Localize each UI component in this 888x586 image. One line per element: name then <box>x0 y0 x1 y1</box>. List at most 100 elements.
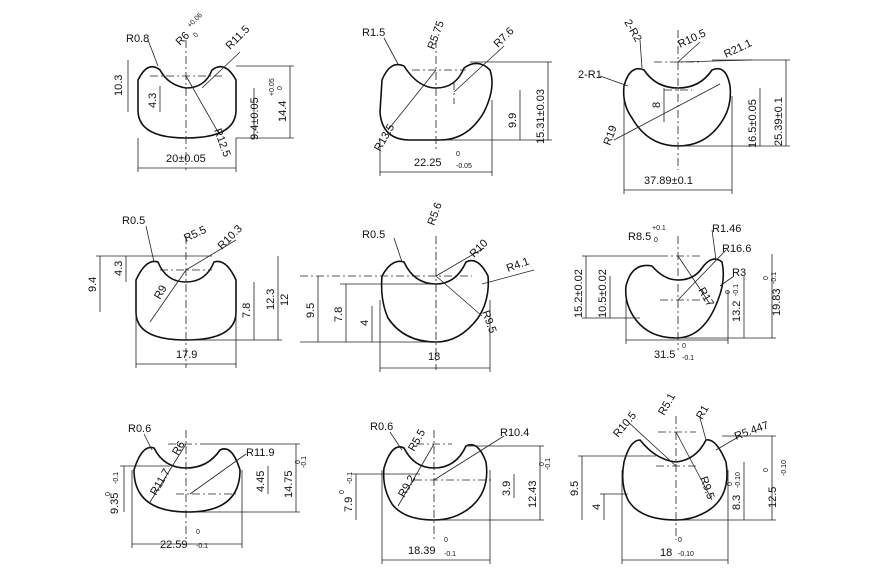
label-h1475: 14.75 <box>283 470 295 498</box>
label-h125-lo: -0.10 <box>781 460 788 476</box>
label-r6: R6 <box>174 30 192 48</box>
drawing-4: R0.5 R5.5 R10.3 R9 9.4 4.3 7.8 12.3 12 1… <box>87 215 291 368</box>
label-h1243: 12.43 <box>527 480 539 508</box>
label-w1839-up: 0 <box>444 537 448 544</box>
label-r15: R1.5 <box>362 27 385 39</box>
drawing-6: R8.5 +0.1 0 R1.46 R16.6 R3 R17 15.2±0.02… <box>573 223 783 362</box>
label-w315-lo: -0.1 <box>682 355 694 362</box>
label-r6-tol-up: +0.06 <box>186 12 204 30</box>
label-w2225-lo: -0.05 <box>456 163 472 170</box>
drawing-3: 2-R2 2-R1 R10.5 R21.1 R19 8 16.5±0.05 25… <box>578 18 790 194</box>
label-w1839-lo: -0.1 <box>444 551 456 558</box>
label-h132-lo: -0.1 <box>733 284 740 296</box>
leader-r105 <box>625 419 677 467</box>
label-r119: R11.9 <box>246 447 275 459</box>
label-h78: 7.8 <box>241 303 253 318</box>
leader-r08 <box>147 39 159 67</box>
label-r105: R10.5 <box>611 410 639 440</box>
leader-r2 <box>639 39 643 69</box>
label-r05: R0.5 <box>362 229 385 241</box>
leader-r3 <box>719 275 735 287</box>
label-w179: 17.9 <box>176 349 197 361</box>
label-h144-tol-up: +0.05 <box>269 78 276 96</box>
leader-r05 <box>145 225 155 263</box>
label-r6-tol-lo: 0 <box>192 32 200 40</box>
label-r103: R10.3 <box>216 223 245 252</box>
leader-r19 <box>613 83 721 141</box>
label-w18: 18 <box>660 547 672 559</box>
label-h83: 8.3 <box>731 495 743 510</box>
label-r135: R13.5 <box>372 122 397 153</box>
label-h1983: 19.83 <box>771 288 783 316</box>
label-h4: 4 <box>591 504 603 510</box>
label-h123: 12.3 <box>265 289 277 310</box>
label-h43: 4.3 <box>113 261 125 276</box>
label-h1983-up: 0 <box>763 276 770 280</box>
leader-r115 <box>201 51 241 89</box>
leader-r9 <box>149 269 187 323</box>
label-r95: R9.5 <box>697 475 716 501</box>
leader-r1 <box>699 417 707 441</box>
label-r125: R12.5 <box>211 127 232 159</box>
label-w2259: 22.59 <box>160 539 188 551</box>
label-h83-up: 0 <box>727 482 734 486</box>
label-r166: R16.6 <box>722 243 751 255</box>
profile-outline <box>380 259 490 343</box>
label-w2225: 22.25 <box>414 157 442 169</box>
drawing-7: R0.6 R6 R11.9 R11.7 9.35 0 -0.1 4.45 14.… <box>105 423 308 551</box>
label-h39: 3.9 <box>501 481 513 496</box>
label-h99: 9.9 <box>507 113 519 128</box>
label-r08: R0.8 <box>126 33 149 45</box>
label-h1475-lo: -0.1 <box>301 456 308 468</box>
leader-r95 <box>435 275 483 317</box>
label-h78: 7.8 <box>333 307 345 322</box>
leader-r17 <box>677 255 711 305</box>
profile-outline <box>621 439 728 521</box>
profile-outline <box>137 65 237 139</box>
label-r1: 2-R1 <box>578 69 602 81</box>
label-r05: R0.5 <box>122 215 145 227</box>
label-w18-lo: -0.10 <box>678 551 694 558</box>
label-h4: 4 <box>359 320 371 326</box>
leader-r92 <box>397 443 435 507</box>
label-r3: R3 <box>732 267 746 279</box>
label-r55: R5.5 <box>182 224 208 245</box>
leader-r06 <box>389 431 403 451</box>
leader-r05 <box>393 237 403 263</box>
label-w2259-up: 0 <box>196 529 200 536</box>
leader-r103 <box>185 239 237 271</box>
label-h1531: 15.31±0.03 <box>535 89 547 144</box>
label-w2259-lo: -0.1 <box>196 543 208 550</box>
profile-outline <box>624 258 725 339</box>
leader-r135 <box>387 69 437 131</box>
label-w18: 18 <box>428 351 440 363</box>
leader-r06 <box>143 433 153 451</box>
label-h152: 15.2±0.02 <box>573 269 585 318</box>
label-r55: R5.5 <box>406 427 428 453</box>
label-r85-up: +0.1 <box>652 225 666 232</box>
leader-r104 <box>433 435 505 481</box>
label-r85-lo: 0 <box>654 237 658 244</box>
label-h95: 9.5 <box>569 481 581 496</box>
drawing-2: R1.5 R5.75 R7.6 R13.5 9.9 15.31±0.03 22.… <box>362 19 552 176</box>
label-w1839: 18.39 <box>408 545 436 557</box>
label-h132-up: 0 <box>725 290 732 294</box>
label-h935-lo: -0.1 <box>113 472 120 484</box>
leader-r105 <box>677 41 701 63</box>
leader-r76 <box>453 45 505 93</box>
drawing-5: R0.5 R5.6 R10 R4.1 R9.5 9.5 7.8 4 18 <box>300 201 535 372</box>
leader-r15 <box>383 37 399 65</box>
label-h105: 10.5±0.02 <box>597 269 609 318</box>
drawing-9: R10.5 R5.1 R1 R5.447 R9.5 9.5 4 8.3 0 -0… <box>569 391 788 564</box>
label-h79-up: 0 <box>339 490 346 494</box>
label-r105: R10.5 <box>676 27 708 50</box>
label-r51: R5.1 <box>656 391 678 417</box>
label-h132: 13.2 <box>731 301 743 322</box>
label-r146: R1.46 <box>712 223 741 235</box>
label-h79: 7.9 <box>343 497 355 512</box>
label-r85: R8.5 <box>628 231 651 243</box>
label-w315-up: 0 <box>682 343 686 350</box>
profile-outline <box>133 446 241 513</box>
drawing-1: R0.8 R6 +0.06 0 R11.5 10.3 4.3 R12.5 9.4… <box>113 12 294 172</box>
label-r211: R21.1 <box>722 37 754 60</box>
